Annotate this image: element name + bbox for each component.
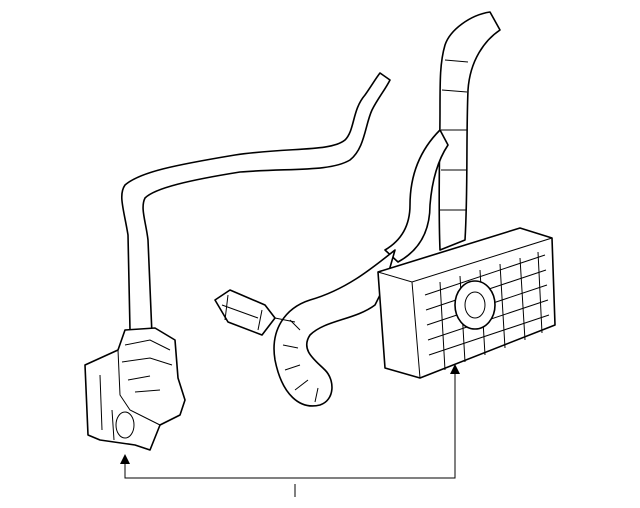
connector-plug	[214, 289, 296, 336]
arrow-head-right	[450, 364, 460, 374]
callout-leader	[120, 364, 460, 497]
right-harness	[273, 11, 501, 407]
arrow-head-left	[120, 454, 130, 464]
module-box	[377, 227, 556, 379]
left-hose	[121, 72, 391, 336]
left-bracket	[84, 327, 186, 451]
